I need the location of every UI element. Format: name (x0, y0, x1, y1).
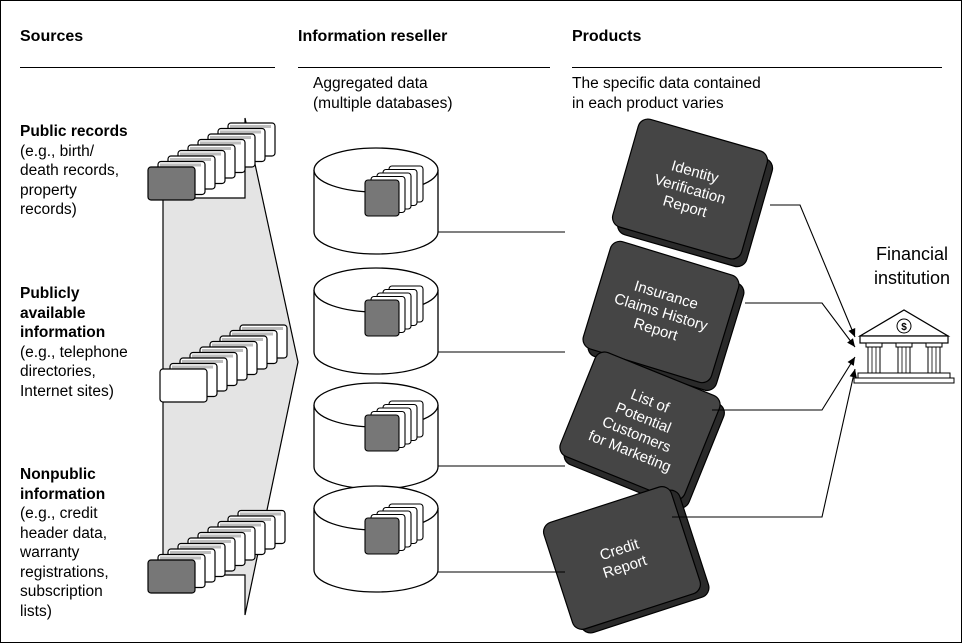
report-front-cover (542, 486, 702, 630)
card-edge-shade (182, 360, 223, 363)
column-capital (925, 342, 943, 348)
arrowhead (849, 369, 857, 378)
card-edge-shade (200, 534, 241, 538)
card-edge-shade (242, 327, 283, 330)
card-edge-shade (160, 163, 201, 167)
bank-column (867, 346, 881, 374)
bank-step (857, 372, 951, 379)
bank-column (897, 346, 911, 374)
card-edge-shade (190, 147, 231, 150)
arrowhead (847, 357, 855, 366)
source-publicly-available: Publicly available information (e.g., te… (20, 284, 128, 401)
card-edge-shade (192, 354, 233, 358)
record-card (147, 559, 196, 594)
record-card (159, 368, 208, 403)
card-edge-shade (202, 349, 243, 352)
card-edge-shade (232, 332, 273, 336)
card-edge-shade (200, 141, 241, 145)
card-edge-shade (210, 136, 251, 139)
record-card (147, 166, 196, 201)
report-front-cover (611, 118, 769, 260)
source-detail: (e.g., telephone directories, Internet s… (20, 343, 128, 400)
source-title: Publicly available information (20, 285, 106, 341)
reseller-database-2 (313, 267, 439, 375)
card-edge-shade (180, 152, 221, 156)
public-records-card-stack (147, 122, 276, 201)
card-edge-shade (240, 512, 281, 516)
bank-icon: $ (853, 309, 955, 384)
reseller-database-3 (313, 382, 439, 490)
header-rule-sources (20, 67, 275, 68)
source-detail: (e.g., credit header data, warranty regi… (20, 505, 109, 620)
source-detail: (e.g., birth/ death records, property re… (20, 142, 120, 219)
card-edge-shade (230, 518, 271, 521)
header-rule-reseller (298, 67, 550, 68)
arrowhead (848, 328, 856, 337)
dollar-sign-icon: $ (901, 322, 907, 333)
bank-base (853, 377, 955, 384)
column-capital (865, 342, 883, 348)
card-edge-shade (190, 540, 231, 543)
column-capital (895, 342, 913, 348)
database-card (364, 299, 400, 337)
card-edge-shade (220, 130, 261, 134)
source-nonpublic: Nonpublic information (e.g., credit head… (20, 465, 109, 621)
card-edge-shade (230, 125, 271, 128)
database-card (364, 179, 400, 217)
card-edge-shade (220, 523, 261, 527)
card-edge-shade (212, 343, 253, 347)
header-sources: Sources (20, 28, 84, 45)
public-info-card-stack (159, 324, 288, 403)
reseller-database-4 (313, 485, 439, 593)
database-card (364, 414, 400, 452)
report-front-cover (582, 240, 740, 384)
bank-column (927, 346, 941, 374)
source-title: Public records (20, 123, 128, 140)
header-rule-products (572, 67, 942, 68)
card-edge-shade (222, 338, 263, 341)
source-title: Nonpublic information (20, 466, 106, 503)
product-to-bank-line (745, 302, 856, 348)
database-card (364, 517, 400, 555)
nonpublic-card-stack (147, 509, 286, 594)
card-edge-shade (170, 551, 211, 554)
product-to-bank-line (712, 356, 856, 411)
reseller-database-1 (313, 147, 439, 255)
header-products: Products (572, 28, 642, 45)
product-to-bank-line (672, 368, 856, 518)
card-edge-shade (160, 556, 201, 560)
financial-institution-label: Financial institution (873, 244, 951, 288)
product-to-bank-line (770, 204, 856, 338)
card-edge-shade (180, 545, 221, 549)
bank-coin (896, 318, 912, 334)
bank-entablature (859, 335, 949, 344)
reseller-subheader: Aggregated data (multiple databases) (313, 75, 453, 112)
source-public-records: Public records (e.g., birth/ death recor… (20, 122, 128, 220)
products-subheader: The specific data contained in each prod… (572, 75, 761, 112)
header-information-reseller: Information reseller (298, 28, 448, 45)
report-front-cover (559, 351, 721, 501)
card-edge-shade (210, 529, 251, 532)
card-edge-shade (170, 158, 211, 161)
card-edge-shade (172, 365, 213, 369)
arrowhead (847, 338, 855, 347)
